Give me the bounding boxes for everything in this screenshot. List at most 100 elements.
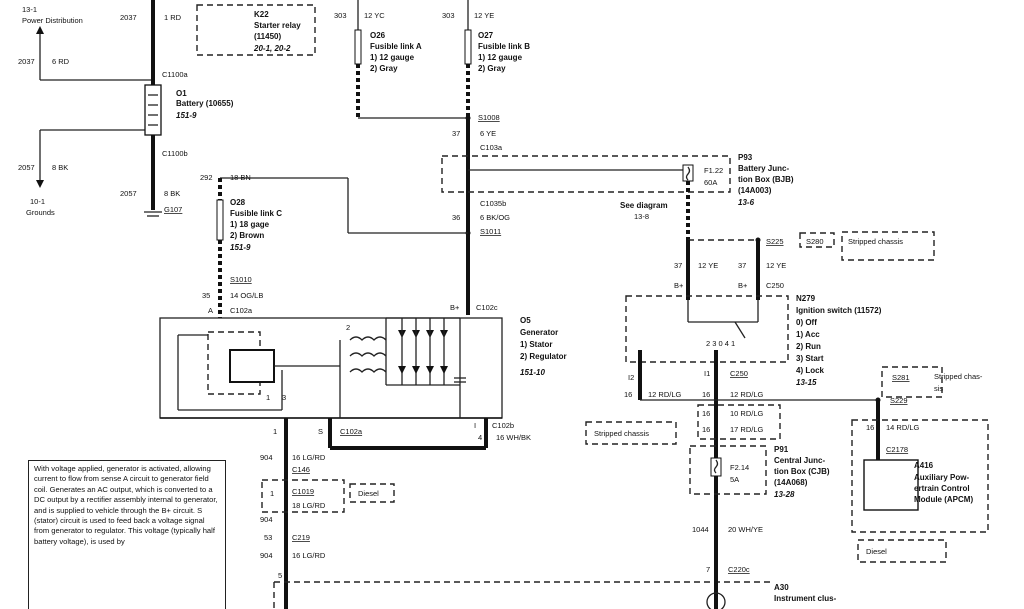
fl-b-color: 2) Gray xyxy=(478,64,506,73)
generator-desc: Generator xyxy=(520,328,558,337)
fl-b-gauge: 1) 12 gauge xyxy=(478,53,523,62)
bjb-ref: 13-6 xyxy=(738,198,755,207)
w1044-label: 20 WH/YE xyxy=(728,525,763,534)
generator-note: With voltage applied, generator is activ… xyxy=(28,460,226,609)
conn-c146: C146 xyxy=(292,465,310,474)
diesel-label-left: Diesel xyxy=(358,489,379,498)
ign-item-3: 3) Start xyxy=(796,354,824,363)
generator-stator: 1) Stator xyxy=(520,340,552,349)
conn-c102b: C102b xyxy=(492,421,514,430)
conn-c220c: C220c xyxy=(728,565,750,574)
fl-b-wire: 12 YE xyxy=(474,11,494,20)
w904a-num: 904 xyxy=(260,453,273,462)
grounds-label: Grounds xyxy=(26,208,55,217)
ground-arrow-head xyxy=(36,180,44,188)
grounds-ref: 10-1 xyxy=(30,197,45,206)
apcm-desc-3: Module (APCM) xyxy=(914,495,973,504)
conn-c250-bot: C250 xyxy=(730,369,748,378)
splice-s225: S225 xyxy=(766,237,784,246)
c220c-pin: 7 xyxy=(706,565,710,574)
w904c-label: 16 LG/RD xyxy=(292,551,326,560)
cjb-num: (14A068) xyxy=(774,478,808,487)
generator-ref: 151-10 xyxy=(520,368,545,377)
fl-c-color: 2) Brown xyxy=(230,231,264,240)
splice-s1011: S1011 xyxy=(480,227,501,236)
fl-b-num: 303 xyxy=(442,11,455,20)
a30-name: A30 xyxy=(774,583,789,592)
regulator-ic xyxy=(229,349,275,383)
w35-label: 14 OG/LB xyxy=(230,291,263,300)
cluster-gauge-symbol xyxy=(706,592,726,609)
splice-s1010: S1010 xyxy=(230,275,252,284)
conn-c219: C219 xyxy=(292,533,310,542)
cjb-fuse-element xyxy=(713,459,719,474)
bplus-gen: B+ xyxy=(450,303,460,312)
w16-left-label: 12 RD/LG xyxy=(648,390,682,399)
w292-num: 292 xyxy=(200,173,213,182)
w2037a-label: 6 RD xyxy=(52,57,70,66)
w2037a-num: 2037 xyxy=(18,57,35,66)
w1044-num: 1044 xyxy=(692,525,709,534)
ign-item-1: 1) Acc xyxy=(796,330,820,339)
apcm-region-box xyxy=(851,419,989,533)
pin-s: S xyxy=(318,427,323,436)
conn-c1100b: C1100b xyxy=(162,149,188,158)
fusible-link-c xyxy=(216,199,224,241)
conn-c1019: C1019 xyxy=(292,487,314,496)
diesel-label-left-box xyxy=(349,483,395,503)
conn-c102a-bot: C102a xyxy=(340,427,363,436)
splice-s280: S280 xyxy=(806,237,824,246)
stripped-chassis-1-box xyxy=(841,231,935,261)
conn-c102a-top: C102a xyxy=(230,306,253,315)
w35-num: 35 xyxy=(202,291,210,300)
fl-a-num: 303 xyxy=(334,11,347,20)
cjb-desc-1: Central Junc- xyxy=(774,456,825,465)
pin-i: I xyxy=(474,421,476,430)
w904b-num: 904 xyxy=(260,515,273,524)
w37-left-num: 37 xyxy=(674,261,682,270)
apcm-name: A416 xyxy=(914,461,934,470)
conn-c1100a: C1100a xyxy=(162,70,189,79)
w4-num: 4 xyxy=(478,433,482,442)
battery-ref: 151-9 xyxy=(176,111,197,120)
w904b-label: 18 LG/RD xyxy=(292,501,326,510)
conn-c1035b: C1035b xyxy=(480,199,506,208)
apcm-module-box xyxy=(863,459,919,511)
ign-item-0: 0) Off xyxy=(796,318,817,327)
w16-right-num: 16 xyxy=(702,390,710,399)
starter-name: K22 xyxy=(254,10,269,19)
bjb-num: (14A003) xyxy=(738,186,772,195)
ignition-switch-box xyxy=(625,295,789,363)
w53-num: 53 xyxy=(264,533,272,542)
fl-a-desc: Fusible link A xyxy=(370,42,422,51)
a30-desc: Instrument clus- xyxy=(774,594,837,603)
gen-num-1: 1 xyxy=(266,393,270,402)
power-arrow-head xyxy=(36,26,44,34)
splice-s225-dot xyxy=(755,237,761,243)
bjb-fuse-element xyxy=(685,166,691,181)
w16-10-label: 10 RD/LG xyxy=(730,409,764,418)
battery-symbol xyxy=(144,84,162,136)
w36-label: 6 BK/OG xyxy=(480,213,510,222)
stripped-chassis-2-box xyxy=(881,366,943,398)
w904a-label: 16 LG/RD xyxy=(292,453,326,462)
stripped-chassis-3-box xyxy=(585,421,677,445)
fl-c-ref: 151-9 xyxy=(230,243,251,252)
fusible-link-a xyxy=(354,29,362,65)
cjb-desc-2: tion Box (CJB) xyxy=(774,467,830,476)
generator-regulator: 2) Regulator xyxy=(520,352,567,361)
see-diagram-ref: 13-8 xyxy=(634,212,649,221)
splice-s281: S281 xyxy=(892,373,910,382)
battery-bot-num: 2057 xyxy=(120,189,137,198)
ign-item-4: 4) Lock xyxy=(796,366,825,375)
conn-c2178: C2178 xyxy=(886,445,908,454)
w2057a-label: 8 BK xyxy=(52,163,68,172)
diesel-label-right: Diesel xyxy=(866,547,887,556)
w37-right-num: 37 xyxy=(738,261,746,270)
diesel-region-left xyxy=(261,479,345,513)
w37-label: 6 YE xyxy=(480,129,496,138)
diesel-right-box xyxy=(857,539,947,563)
w36-num: 36 xyxy=(452,213,460,222)
battery-desc: Battery (10655) xyxy=(176,99,234,108)
